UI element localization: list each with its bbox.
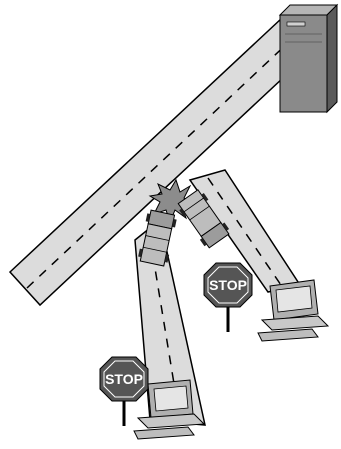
server-icon xyxy=(280,5,337,112)
stop-sign-label: STOP xyxy=(105,371,143,387)
stop-sign-right: STOP xyxy=(204,263,252,332)
stop-sign-bottom: STOP xyxy=(100,357,148,426)
stop-sign-label: STOP xyxy=(209,277,247,293)
